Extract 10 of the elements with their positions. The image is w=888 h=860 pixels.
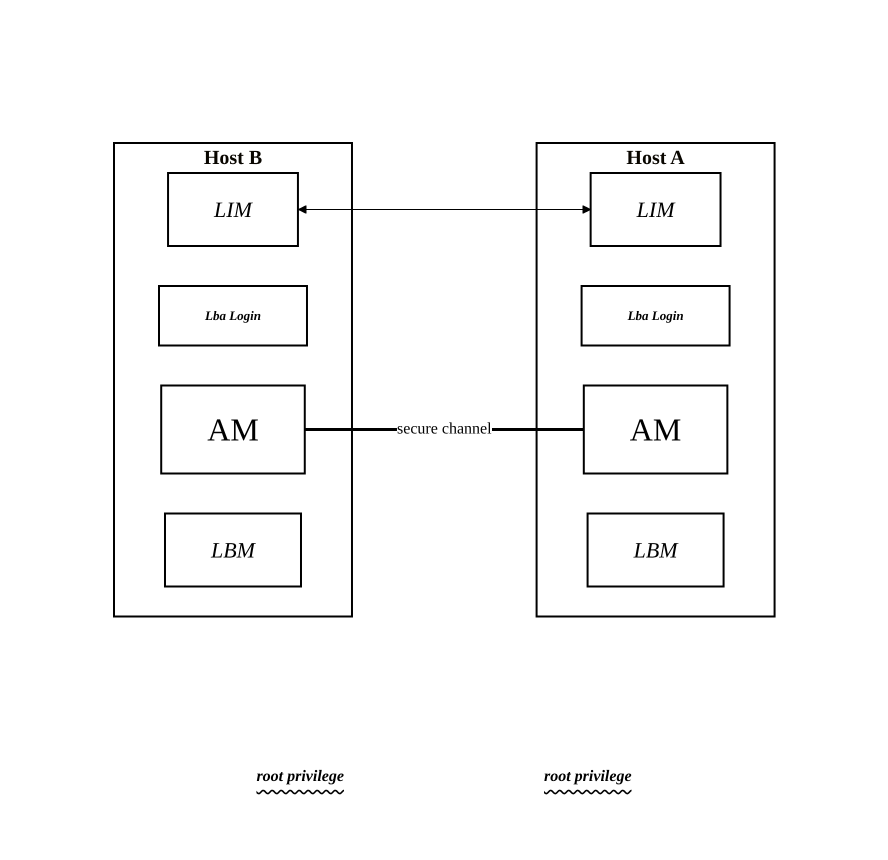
node-box: Lba Login xyxy=(580,285,730,347)
node-box: LIM xyxy=(589,172,722,248)
node-box: LBM xyxy=(586,512,724,588)
node-box: Lba Login xyxy=(158,285,308,347)
node-box: AM xyxy=(582,384,728,475)
node-box: LIM xyxy=(166,172,299,248)
edge-label: secure channel xyxy=(396,420,492,438)
node-box: AM xyxy=(160,384,306,475)
node-box: LBM xyxy=(164,512,302,588)
arrow xyxy=(298,205,591,214)
